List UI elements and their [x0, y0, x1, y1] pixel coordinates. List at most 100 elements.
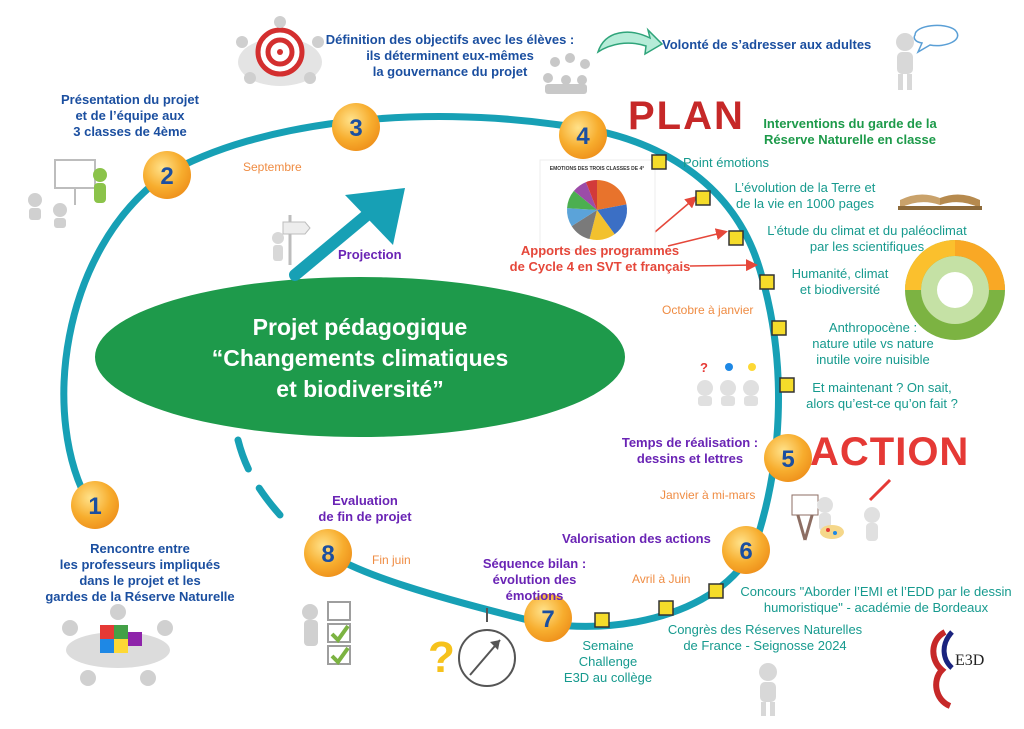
open-book-icon: [898, 194, 982, 210]
title-line-1: Projet pédagogique: [252, 314, 468, 340]
svg-text:?: ?: [428, 633, 455, 682]
milestone-square: [708, 583, 724, 599]
crowd-icon: [543, 53, 590, 94]
milestone-markers: [594, 154, 795, 628]
presentation-icon: [28, 159, 107, 228]
compass-question-icon: ?: [428, 608, 516, 687]
step-badge-number: 6: [739, 538, 752, 565]
milestone-line: nature utile vs nature: [812, 335, 934, 351]
milestone-line: Concours "Aborder l’EMI et l’EDD par le …: [740, 584, 1012, 599]
plan-word-illustration: PLAN: [628, 94, 745, 138]
emotions-pie-chart: [567, 180, 627, 240]
step-1-line: dans le projet et les: [79, 572, 201, 588]
checklist-icon: [302, 601, 351, 666]
step-3-line: ils déterminent eux-mêmes: [366, 47, 534, 63]
milestone-evolution-terre: L’évolution de la Terre et de la vie en …: [715, 180, 895, 212]
milestone-line: Humanité, climat: [791, 266, 889, 281]
milestone-line: L’étude du climat et du paléoclimat: [767, 223, 967, 238]
pie-slice: [567, 190, 597, 210]
step-badge-number: 7: [541, 606, 554, 633]
milestone-line: de France - Seignosse 2024: [683, 637, 847, 653]
sustainability-wheel-icon: [905, 240, 1005, 340]
step-badge: 6: [722, 526, 770, 574]
milestone-square: [695, 190, 711, 206]
milestone-et-maintenant: Et maintenant ? On sait, alors qu’est-ce…: [792, 380, 972, 412]
action-word-illustration: ACTION: [810, 430, 970, 474]
step-8-text: Evaluation de fin de projet: [295, 493, 435, 525]
step-1-line: gardes de la Réserve Naturelle: [45, 588, 235, 604]
programmes-line: Apports des programmes: [520, 243, 680, 258]
milestone-square: [651, 154, 667, 170]
pie-slice: [597, 204, 627, 235]
svg-text:?: ?: [700, 360, 708, 375]
step-2-line: et de l’équipe aux: [75, 107, 185, 123]
svg-text:E3D: E3D: [955, 652, 984, 669]
milestone-etude-climat: L’étude du climat et du paléoclimat par …: [752, 223, 982, 255]
step-5-line: dessins et lettres: [636, 450, 744, 466]
step-badge-number: 3: [349, 115, 362, 142]
milestone-square: [594, 612, 610, 628]
step-badge-circle: [304, 529, 352, 577]
step-badge-number: 8: [321, 541, 334, 568]
adults-label: Volonté de s’adresser aux adultes: [662, 37, 872, 52]
step-badge: 7: [524, 594, 572, 642]
step-badge: 4: [559, 111, 607, 159]
milestone-line: Point émotions: [683, 155, 769, 170]
pie-slice: [585, 180, 597, 210]
thinking-figures-icon: ?: [697, 360, 759, 406]
step-badge: 5: [764, 434, 812, 482]
milestone-line: alors qu’est-ce qu’on fait ?: [806, 395, 958, 411]
programmes-arrow-1: [654, 196, 698, 233]
milestone-square: [779, 377, 795, 393]
step-badge-circle: [524, 594, 572, 642]
step-2-line: Présentation du projet: [61, 92, 199, 107]
programmes-arrow-3: [689, 259, 758, 272]
step-7-line: Séquence bilan :: [482, 556, 587, 571]
period-janvier: Janvier à mi-mars: [660, 488, 756, 502]
step-badge-number: 2: [160, 163, 173, 190]
title-line-3: et biodiversité”: [276, 376, 444, 403]
projection-arrow-head: [345, 188, 405, 245]
milestone-anthropocene: Anthropocène : nature utile vs nature in…: [793, 320, 953, 368]
milestone-square: [728, 230, 744, 246]
step-badge-circle: [143, 151, 191, 199]
programmes-line: de Cycle 4 en SVT et français: [509, 258, 691, 274]
step-3-line: la gouvernance du projet: [372, 63, 528, 79]
milestone-concours: Concours "Aborder l’EMI et l’EDD par le …: [728, 584, 1024, 616]
step-5-line: Temps de réalisation :: [621, 435, 759, 450]
pie-slice: [573, 182, 597, 210]
step-badge-number: 5: [781, 446, 794, 473]
step-badge: 2: [143, 151, 191, 199]
milestone-humanite: Humanité, climat et biodiversité: [775, 266, 905, 298]
milestone-semaine: Semaine Challenge E3D au collège: [548, 638, 668, 686]
period-octobre: Octobre à janvier: [662, 303, 754, 317]
step-badge: 1: [71, 481, 119, 529]
milestone-line: Anthropocène :: [828, 320, 918, 335]
step-badge-circle: [332, 103, 380, 151]
adults-arrow: [596, 27, 664, 56]
period-fin-juin: Fin juin: [372, 553, 411, 567]
central-title: Projet pédagogique “Changements climatiq…: [150, 312, 570, 405]
step-badge: 8: [304, 529, 352, 577]
period-septembre: Septembre: [243, 160, 302, 174]
step-4-line: Interventions du garde de la: [763, 116, 937, 131]
milestone-line: de la vie en 1000 pages: [735, 195, 875, 211]
step-3-line: Définition des objectifs avec les élèves…: [325, 32, 575, 47]
milestone-line: et biodiversité: [799, 281, 881, 297]
pie-title: EMOTIONS DES TROIS CLASSES DE 4°: [550, 166, 645, 172]
pie-slice: [597, 180, 627, 210]
step-badge-circle: [722, 526, 770, 574]
programmes-label: Apports des programmes de Cycle 4 en SVT…: [495, 243, 705, 275]
period-avril: Avril à Juin: [632, 572, 691, 586]
step-badge-circle: [559, 111, 607, 159]
milestone-line: inutile voire nuisible: [816, 351, 930, 367]
milestone-line: Congrès des Réserves Naturelles: [667, 622, 863, 637]
step-5-text: Temps de réalisation : dessins et lettre…: [605, 435, 775, 467]
step-4-text: Interventions du garde de la Réserve Nat…: [745, 116, 955, 148]
milestone-congres: Congrès des Réserves Naturelles de Franc…: [660, 622, 870, 654]
step-badge-number: 1: [88, 493, 101, 520]
speech-figure-icon: [896, 24, 959, 90]
step-badge: 3: [332, 103, 380, 151]
milestone-line: E3D au collège: [563, 669, 653, 685]
